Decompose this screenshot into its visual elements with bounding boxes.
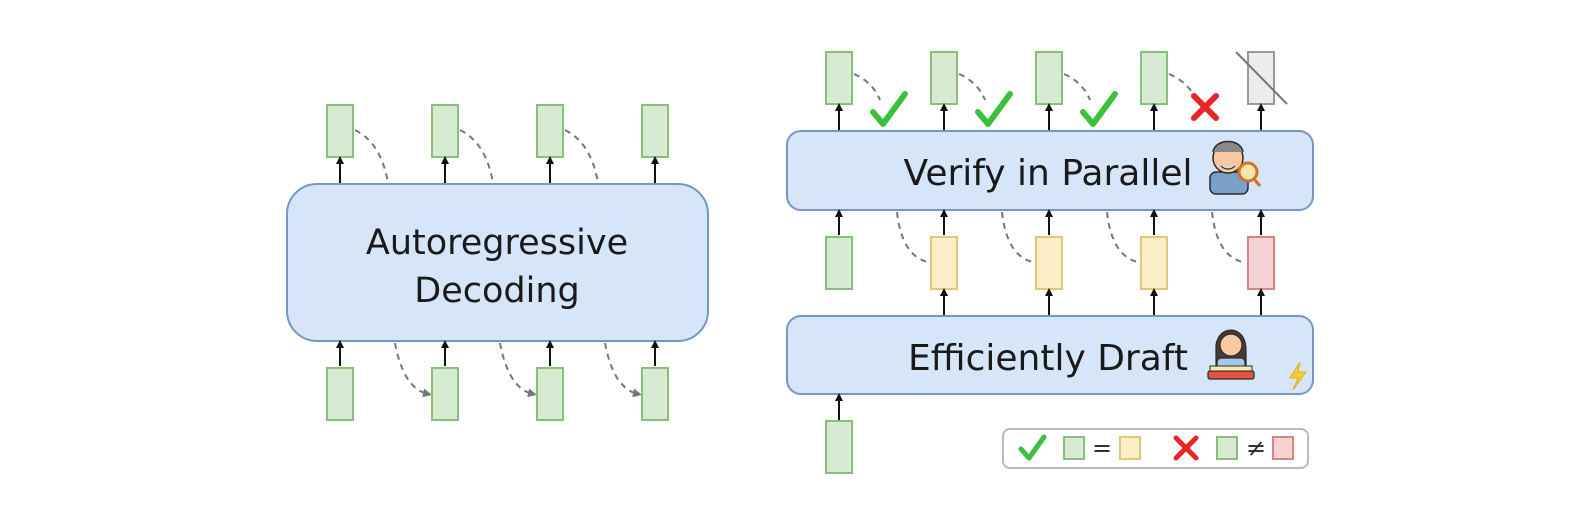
draft-block [786,315,1314,395]
discarded-output-token [1235,51,1288,105]
ar-output-token [326,104,354,158]
autoregressive-label-line1: Autoregressive [366,223,628,263]
check-icon [975,91,1013,127]
ar-input-token [326,367,354,421]
legend: = ≠ [1002,428,1309,469]
ar-output-token [641,104,669,158]
verified-output-token [1035,51,1063,105]
legend-check-icon [1018,434,1047,461]
verified-output-token [825,51,853,105]
legend-yellow-token [1119,436,1141,460]
verified-output-token [930,51,958,105]
legend-equal-symbol: = [1092,434,1112,462]
draft-chain-curve [1001,211,1034,263]
verify-chain-curve [1063,73,1091,101]
initial-input-token [825,420,853,474]
cross-icon [1191,93,1219,121]
legend-green-token [1216,436,1238,460]
lightning-icon [1289,361,1307,391]
ar-feedback-curve-bottom [499,342,537,398]
ar-feedback-curve-top [354,129,389,184]
legend-not-equal-symbol: ≠ [1246,434,1266,462]
drafter-avatar-icon [1207,329,1255,380]
legend-green-token [1063,436,1085,460]
autoregressive-label-line2: Decoding [414,271,579,311]
ar-input-token [641,367,669,421]
ar-input-token [536,367,564,421]
verifier-avatar-icon [1209,140,1262,195]
ar-output-token [431,104,459,158]
draft-chain-curve [1211,211,1244,263]
verify-chain-curve [958,73,986,101]
draft-token-rejected [1247,236,1275,290]
ar-feedback-curve-bottom [394,342,432,398]
draft-token [1035,236,1063,290]
check-icon [870,91,908,127]
draft-chain-curve [1106,211,1139,263]
draft-label: Efficiently Draft [908,338,1188,379]
ar-feedback-curve-top [459,129,494,184]
verify-label: Verify in Parallel [903,153,1192,194]
prefix-token [825,236,853,290]
autoregressive-block [286,183,709,342]
ar-feedback-curve-bottom [604,342,642,398]
ar-feedback-curve-top [564,129,599,184]
draft-chain-curve [896,211,929,263]
verify-chain-curve [853,73,881,101]
legend-red-token [1272,436,1294,460]
autoregressive-panel: Autoregressive Decoding [286,104,709,421]
legend-cross-icon [1173,435,1199,461]
ar-input-token [431,367,459,421]
verified-output-token [1140,51,1168,105]
speculative-panel: Verify in Parallel [786,51,1314,474]
check-icon [1080,91,1118,127]
draft-token [930,236,958,290]
ar-output-token [536,104,564,158]
verify-chain-curve [1168,73,1195,97]
draft-token [1140,236,1168,290]
